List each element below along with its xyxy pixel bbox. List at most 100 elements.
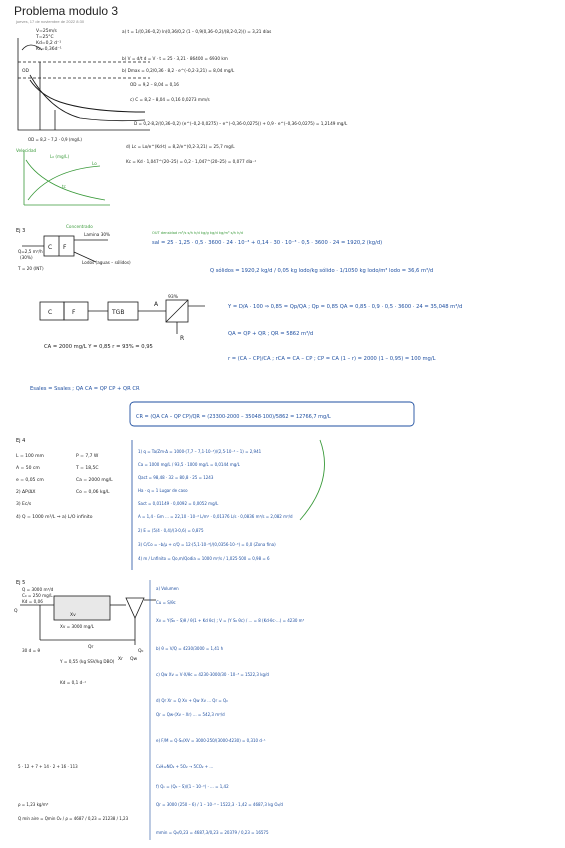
svg-text:Xv = Y(S₀ – S)θ / θ(1 + Kd θc): Xv = Y(S₀ – S)θ / θ(1 + Kd θc) ; V = (Y … — [156, 618, 305, 623]
svg-text:5 · 12 + 7 + 14 · 2 + 16 · 113: 5 · 12 + 7 + 14 · 2 + 16 · 113 — [18, 764, 78, 769]
od-axis-label: OD = 8,2 – 7,2 · 0,9 (mg/L) — [28, 137, 82, 142]
svg-text:1) q = Ta/Zm·Δ = 1000·(7,7 – 7: 1) q = Ta/Zm·Δ = 1000·(7,7 – 7,1·10⁻³)/(… — [138, 449, 262, 454]
eq-f: Kc = Kd · 1,047^(20–25) = 0,2 · 1,047^(2… — [126, 159, 257, 164]
label-velocity: V=25m/s — [36, 28, 57, 34]
label-kd: Kd=0,2 d⁻¹ — [36, 40, 61, 46]
problem4-equations: 1) q = Ta/Zm·Δ = 1000·(7,7 – 7,1·10⁻³)/(… — [138, 449, 293, 561]
svg-text:Xr: Xr — [118, 656, 123, 662]
svg-text:sal = 25 · 1,25 · 0,5 · 3600 ·: sal = 25 · 1,25 · 0,5 · 3600 · 24 · 10⁻³… — [152, 240, 382, 246]
svg-text:Kd = 0,06: Kd = 0,06 — [22, 599, 43, 604]
problem3-label: Ej 3 — [16, 228, 25, 234]
svg-text:Qr = Qw·(Xv – Xr) ... = 542,3: Qr = Qw·(Xv – Xr) ... = 542,3 m³/d — [156, 712, 225, 717]
svg-text:Ca = 2000 mg/L: Ca = 2000 mg/L — [76, 477, 113, 483]
svg-text:Kd = 0,1 d⁻¹: Kd = 0,1 d⁻¹ — [60, 680, 86, 685]
page-title: Problema modulo 3 — [14, 4, 119, 18]
svg-text:Lodos (aguas – sólidos): Lodos (aguas – sólidos) — [82, 260, 131, 265]
svg-text:Qact = 98,48 · 32 = 80,8 · 25: Qact = 98,48 · 32 = 80,8 · 25 = 1243 — [138, 475, 214, 480]
svg-text:CR = (QA CA – QP CP)/QR = (233: CR = (QA CA – QP CP)/QR = (23300·2000 – … — [136, 414, 331, 420]
green-graph-labels: Velocidad L₀ (mg/L) Lo tc — [16, 148, 97, 189]
svg-text:b) θ = V/Q = 4230/3000 = 1,41: b) θ = V/Q = 4230/3000 = 1,41 h — [156, 646, 224, 651]
svg-text:Q=2,5 m³/h: Q=2,5 m³/h — [18, 249, 43, 254]
problem3-process-diagram — [39, 299, 205, 334]
svg-text:C: C — [48, 244, 52, 251]
eq-b2: b) Dmax = 0,2/0,36 · 8,2 · e^(–0,2·3,21)… — [122, 68, 235, 73]
eq-b3: OD = 9,2 – 8,04 = 0,16 — [130, 82, 179, 87]
svg-text:Ca = 1000 mg/L / 93,5 · 1000 m: Ca = 1000 mg/L / 93,5 · 1000 mg/L = 0,01… — [138, 462, 241, 467]
svg-text:Y = 0,55 (kg SSV/kg DBO): Y = 0,55 (kg SSV/kg DBO) — [59, 659, 115, 664]
svg-text:Esales = Ssales ; QA CA = QP: Esales = Ssales ; QA CA = QP CP + QR CR — [30, 386, 140, 392]
page-date: jueves, 17 de noviembre de 2022 8:30 — [16, 19, 85, 24]
svg-text:T = 18,5C: T = 18,5C — [75, 465, 99, 471]
svg-text:Ej 5: Ej 5 — [16, 580, 25, 586]
svg-text:Qr = 3000 (250 – 6) / 1 – 10⁻³: Qr = 3000 (250 – 6) / 1 – 10⁻³ – 1522,3 … — [156, 802, 283, 807]
problem5-diagram-labels: Q Q₀ Xv Qw Qr Xr — [14, 608, 144, 662]
problem3-balance-equations: Y = D/A · 100 ⇒ 0,85 = Qp/QA ; Qp = 0,85… — [30, 304, 462, 392]
problem5-equations: a) Volumen Cu = S/θc Xv = Y(S₀ – S)θ / θ… — [18, 586, 305, 835]
svg-text:Q sólidos = 1920,2 kg/d / 0,05: Q sólidos = 1920,2 kg/d / 0,05 kg lodo/k… — [210, 267, 433, 274]
svg-text:30 d = θ: 30 d = θ — [22, 648, 40, 653]
svg-text:4) m / Lnfinito = Qo,m/Qodia =: 4) m / Lnfinito = Qo,m/Qodia = 1000 m³/s… — [138, 556, 270, 561]
svg-text:F: F — [63, 244, 67, 251]
graph-label-l0: L₀ (mg/L) — [50, 154, 69, 159]
svg-text:Q₀: Q₀ — [138, 648, 144, 654]
svg-text:P = 7,7 W: P = 7,7 W — [76, 453, 99, 459]
svg-text:Sact = 0,01149 · 0,0092 = 0,00: Sact = 0,01149 · 0,0092 = 0,0052 mg/L — [138, 501, 219, 506]
problem3-process-labels: C F TGB A R 93% — [48, 294, 184, 342]
svg-text:Lamina 30%: Lamina 30% — [84, 232, 110, 237]
problem3-equations: OUT densidad m³/s s/h h/d kg/g kg/d kg/m… — [152, 231, 433, 274]
svg-text:c) Qw Xv = V·X/θc = 4230·3000/: c) Qw Xv = V·X/θc = 4230·3000/30 · 10⁻³ … — [156, 672, 269, 677]
svg-text:e = 0,05 cm: e = 0,05 cm — [16, 477, 44, 483]
svg-text:A = 1,4 · Gm ... = 22,10 · 10⁻: A = 1,4 · Gm ... = 22,10 · 10⁻⁴ L/m² · 0… — [138, 514, 293, 519]
problem5-reactor-diagram — [20, 595, 156, 645]
eq-a: a) t = 1/(0,36–0,2) ln(0,36/0,2 (1 – 0,9… — [122, 29, 271, 34]
label-kr: Kr=0,36d⁻¹ — [36, 46, 62, 52]
eq-e: d) Lc = Lo/e^(Kd·t) = 8,2/e^(0,2·3,21) =… — [126, 144, 235, 149]
problem5-label: Ej 5 — [16, 580, 25, 586]
svg-text:2) ΔP/ΔX: 2) ΔP/ΔX — [16, 489, 36, 495]
problem4-data: L = 100 mm A = 50 cm e = 0,05 cm 2) ΔP/Δ… — [16, 453, 113, 520]
svg-text:4) Q = 1000 m³/L ⇒ a) L/O infi: 4) Q = 1000 m³/L ⇒ a) L/O infinito — [16, 514, 93, 520]
problem1-green-graph — [23, 150, 110, 206]
svg-text:Xv = 3000 mg/L: Xv = 3000 mg/L — [60, 624, 95, 629]
svg-text:Co = 0,06 kg/L: Co = 0,06 kg/L — [76, 489, 110, 495]
label-od: OD — [22, 68, 30, 74]
svg-text:Y = D/A · 100 ⇒ 0,85 = Qp/QA ;: Y = D/A · 100 ⇒ 0,85 = Qp/QA ; Qp = 0,85… — [227, 304, 462, 310]
svg-text:f) Qₙ = (Q₀ – S)/(1 – 10⁻³) ·: f) Qₙ = (Q₀ – S)/(1 – 10⁻³) · ... = 1,42 — [156, 784, 229, 789]
svg-text:ρ = 1,23 kg/m³: ρ = 1,23 kg/m³ — [18, 802, 49, 807]
svg-text:Qw: Qw — [130, 656, 138, 662]
svg-text:3) C/Co = –b/μ + c/Q = 12·(5,1: 3) C/Co = –b/μ + c/Q = 12·(5,1·10⁻⁸)/(0,… — [138, 542, 276, 547]
problem1-equations: a) t = 1/(0,36–0,2) ln(0,36/0,2 (1 – 0,9… — [122, 29, 348, 164]
problem1-diagram-labels: V=25m/s T=25°C Kd=0,2 d⁻¹ Kr=0,36d⁻¹ OD … — [22, 28, 82, 142]
svg-text:Ej 4: Ej 4 — [16, 438, 25, 444]
svg-text:A: A — [154, 301, 159, 308]
svg-text:r = (CA – CP)/CA ; rCA = CA –: r = (CA – CP)/CA ; rCA = CA – CP ; CP = … — [228, 356, 436, 362]
svg-text:Concentrado: Concentrado — [66, 224, 93, 229]
svg-text:mmin = Q₀/0,23 = 4687,3/0,23 =: mmin = Q₀/0,23 = 4687,3/0,23 = 20379 / 0… — [156, 830, 269, 835]
svg-text:C₀ = 250 mg/L: C₀ = 250 mg/L — [22, 593, 53, 598]
svg-text:C₆H₁₂NO₂ + 5O₂ → 5CO₂ + ...: C₆H₁₂NO₂ + 5O₂ → 5CO₂ + ... — [156, 764, 213, 769]
graph-label-tc: tc — [62, 184, 67, 189]
svg-text:OUT densidad m³/s s/h h/d: OUT densidad m³/s s/h h/d kg/g kg/d kg/m… — [152, 231, 243, 235]
svg-text:F: F — [72, 309, 76, 316]
svg-text:TGB: TGB — [111, 309, 124, 316]
problem4-green-arrow — [299, 439, 325, 521]
svg-text:L = 100 mm: L = 100 mm — [16, 453, 44, 459]
graph-label-lo: Lo — [92, 161, 97, 166]
eq-b1: b) V = d/t d = V · t = 25 · 3,21 · 86400… — [122, 56, 228, 61]
problem3-diagram — [22, 235, 108, 263]
svg-text:T = 20 (INT): T = 20 (INT) — [17, 266, 44, 271]
svg-text:93%: 93% — [168, 294, 179, 300]
svg-text:3) Ec/s: 3) Ec/s — [16, 501, 32, 507]
eq-c: c) C = 8,2 – 8,04 = 0,16 0,0273 mm/s — [130, 97, 210, 102]
svg-text:Ha · q = 1 Lugar de caso: Ha · q = 1 Lugar de caso — [138, 488, 188, 493]
problem4-label: Ej 4 — [16, 438, 25, 444]
svg-text:C: C — [48, 309, 52, 316]
svg-text:d) Qr Xr = Q Xv + Qw Xv ...: d) Qr Xr = Q Xv + Qw Xv ... Qr = Q₀ — [156, 698, 228, 703]
svg-text:Q mín aire = Qmin O₂ / ρ = 468: Q mín aire = Qmin O₂ / ρ = 4687 / 0,23 =… — [18, 816, 129, 821]
problem3-diagram-labels: Q=2,5 m³/h (30%) T = 20 (INT) C F Lodos … — [17, 224, 131, 271]
svg-text:a) Volumen: a) Volumen — [156, 586, 179, 591]
svg-text:(30%): (30%) — [20, 255, 33, 260]
svg-text:CA = 2000 mg/L Y = 0,85: CA = 2000 mg/L Y = 0,85 r = 93% = 0,95 — [44, 344, 153, 350]
svg-text:Xv: Xv — [70, 612, 76, 618]
